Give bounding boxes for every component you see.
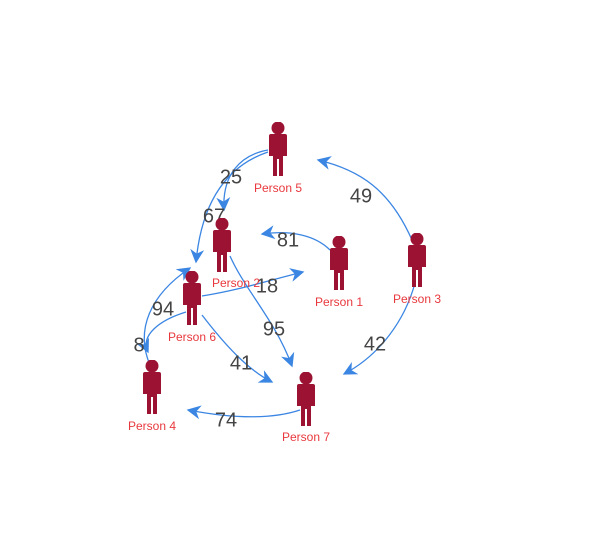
edge-p3-to-p7	[342, 282, 416, 375]
edge-weight-label: 49	[350, 185, 372, 207]
person-icon	[183, 271, 201, 325]
node-label: Person 4	[128, 419, 176, 433]
edge-p2-to-p7	[229, 255, 295, 368]
edge-weight-label: 42	[364, 333, 386, 355]
edge-p3-to-p5	[316, 156, 413, 241]
node-p7[interactable]: Person 7	[282, 372, 330, 445]
edge-p5-to-p2	[216, 149, 269, 212]
edge-p6-to-p1	[201, 268, 305, 297]
edge-weight-label: 41	[230, 352, 252, 374]
node-p3[interactable]: Person 3	[393, 233, 441, 307]
edge-p7-to-p4	[186, 405, 301, 420]
edges-layer	[136, 149, 416, 420]
edge-weight-label: 8	[133, 334, 144, 356]
edge-p5-to-p6	[190, 151, 269, 264]
node-label: Person 3	[393, 292, 441, 306]
node-p5[interactable]: Person 5	[254, 122, 302, 196]
node-p2[interactable]: Person 2	[212, 218, 260, 291]
node-label: Person 7	[282, 430, 330, 444]
node-label: Person 6	[168, 330, 216, 344]
node-label: Person 1	[315, 295, 363, 309]
node-p6[interactable]: Person 6	[168, 271, 216, 345]
edge-weight-label: 94	[152, 298, 174, 320]
edge-weight-label: 74	[215, 409, 237, 431]
edge-weight-label: 18	[256, 275, 278, 297]
edge-p1-to-p2	[260, 225, 331, 251]
person-icon	[408, 233, 426, 287]
edge-p4-to-p2	[143, 267, 192, 366]
person-icon	[297, 372, 315, 426]
edge-weight-label: 81	[277, 229, 299, 251]
edge-weight-label: 25	[220, 166, 242, 188]
edge-weight-label: 95	[263, 318, 285, 340]
node-p1[interactable]: Person 1	[315, 236, 363, 310]
person-icon	[330, 236, 348, 290]
node-p4[interactable]: Person 4	[128, 360, 176, 434]
nodes-layer: Person 1 Person 2 Person 3 Person 4 Person 5…	[128, 122, 441, 445]
edge-p6-to-p4	[136, 311, 187, 354]
person-icon	[143, 360, 161, 414]
person-icon	[269, 122, 287, 176]
edge-p6-to-p7	[201, 314, 274, 383]
node-label: Person 5	[254, 181, 302, 195]
node-label: Person 2	[212, 276, 260, 290]
